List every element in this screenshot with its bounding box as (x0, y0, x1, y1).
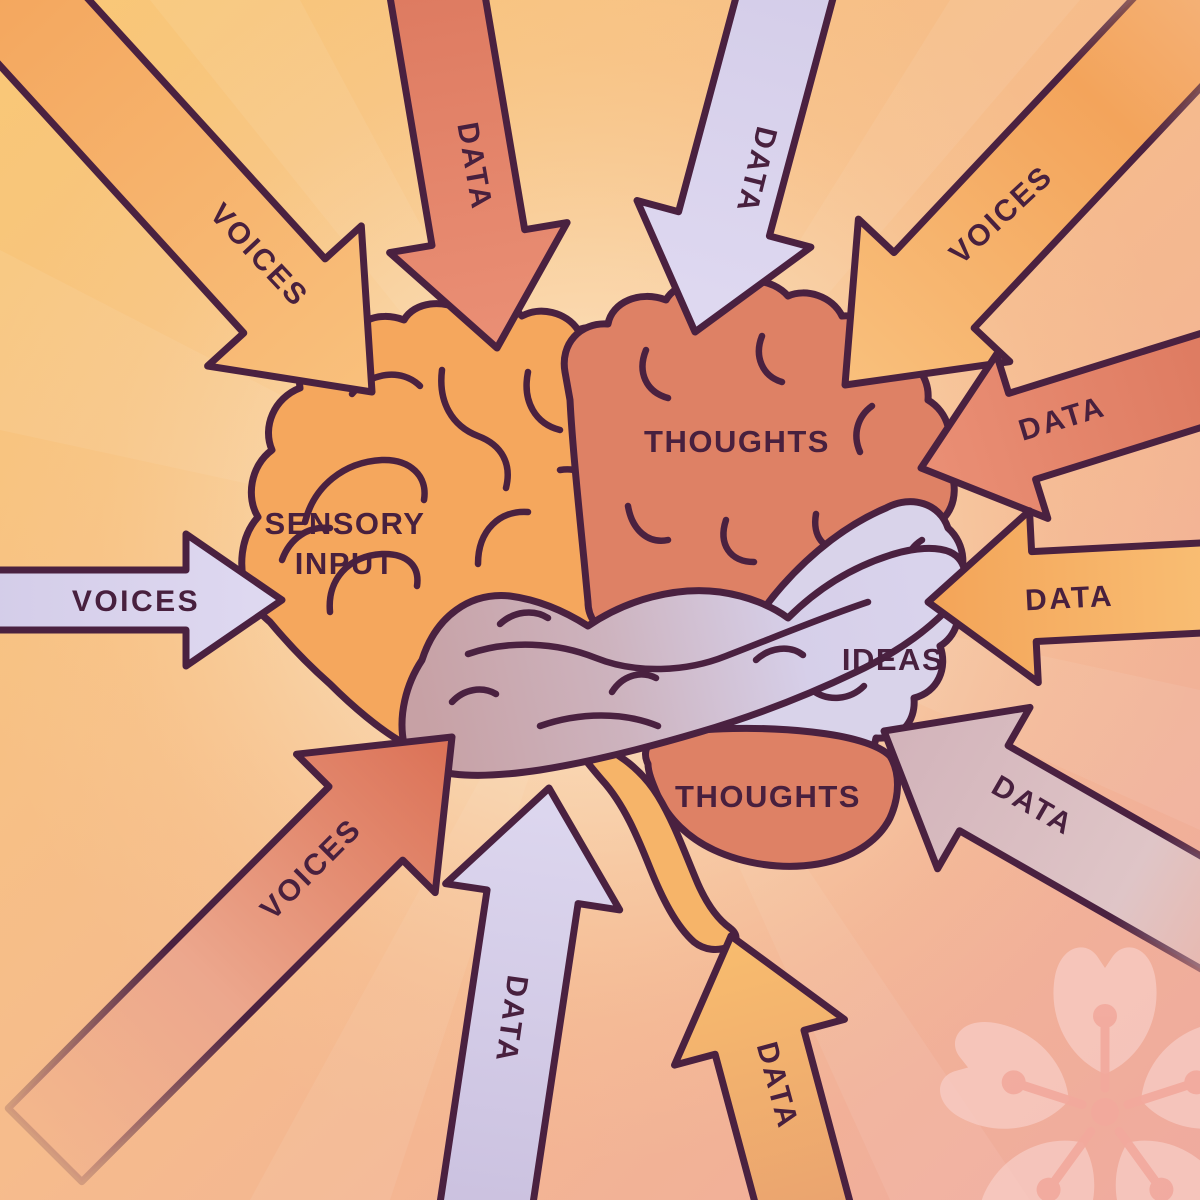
cerebellum-lobe-label: THOUGHTS (675, 779, 861, 814)
sakura-stamens (1001, 1004, 1200, 1200)
arrow-right-upper-data-shape (917, 329, 1200, 522)
sakura-flower-icon (940, 947, 1200, 1200)
arrow-label-right-lower-data: DATA (1024, 580, 1114, 618)
occipital-lobe-label: IDEAS (842, 642, 944, 677)
frontal-lobe-label-line2: INPUT (295, 546, 396, 581)
arrow-far-right-data-shape (880, 703, 1200, 973)
parietal-lobe-label: THOUGHTS (644, 424, 830, 459)
parietal-gyri-lines (624, 332, 876, 566)
arrow-top-center-data-shape (633, 0, 837, 336)
brain-group (238, 277, 969, 953)
temporal-gyri-lines (448, 598, 872, 730)
arrow-bottom-right-data-shape (671, 932, 854, 1200)
arrow-top-left-voices-shape (0, 0, 376, 396)
arrow-label-left-voices: VOICES (72, 585, 200, 618)
arrow-top-data-shape (386, 0, 571, 352)
arrow-bottom-data-shape (436, 784, 624, 1200)
temporal-lobe-shape (398, 544, 969, 779)
arrow-bottom-left-voices-shape (4, 733, 456, 1186)
brain-labels: SENSORY INPUT THOUGHTS IDEAS THOUGHTS (265, 424, 944, 814)
arrow-left-voices-shape (0, 530, 286, 670)
arrow-right-lower-data-shape (924, 507, 1200, 686)
arrow-top-right-voices-shape (841, 0, 1200, 389)
frontal-lobe-label-line1: SENSORY (265, 506, 426, 541)
